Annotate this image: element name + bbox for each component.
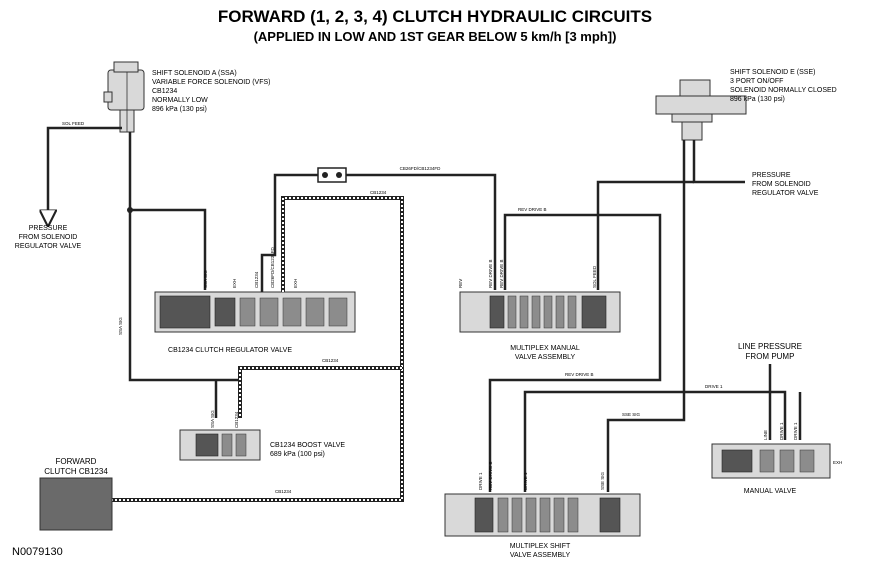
ssa-line-5: 896 kPa (130 psi)	[152, 106, 207, 113]
multiplex-manual-label-2: VALVE ASSEMBLY	[515, 354, 576, 361]
manual-port-3: REV DRIVE B	[499, 259, 504, 288]
pressure-left-2: FROM SOLENOID	[19, 234, 78, 241]
reg-port-1: SSA SIG	[203, 270, 208, 288]
ssa-line-4: NORMALLY LOW	[152, 97, 208, 104]
manual-port-4: SOL FEED	[592, 265, 597, 288]
regulator-valve-label: CB1234 CLUTCH REGULATOR VALVE	[168, 347, 292, 354]
shift-solenoid-a	[103, 61, 145, 133]
ssa-line-2: VARIABLE FORCE SOLENOID (VFS)	[152, 79, 271, 86]
shift-solenoid-e	[655, 79, 747, 141]
rev-drive-b-top-label: REV DRIVE B	[518, 207, 547, 212]
mvalve-port-2: DRIVE 1	[779, 422, 784, 440]
manual-valve-label: MANUAL VALVE	[744, 488, 797, 495]
multiplex-shift-label-2: VALVE ASSEMBLY	[510, 552, 571, 559]
multiplex-shift-label-1: MULTIPLEX SHIFT	[510, 543, 571, 550]
mvalve-port-4: EXH	[833, 460, 842, 465]
sse-line-4: 896 kPa (130 psi)	[730, 96, 785, 103]
manual-port-2: REV DRIVE B	[488, 259, 493, 288]
pressure-right-3: REGULATOR VALVE	[752, 190, 819, 197]
sse-line-2: 3 PORT ON/OFF	[730, 78, 783, 85]
reg-port-2: EXH	[232, 279, 237, 288]
reg-port-3: CB1234	[254, 271, 259, 288]
cb1234-bottom-label: CB1234	[275, 489, 292, 494]
forward-clutch-label-1: FORWARD	[56, 457, 97, 466]
mvalve-port-3: DRIVE 1	[793, 422, 798, 440]
drive-1-label: DRIVE 1	[705, 384, 723, 389]
shift-port-4: SSE SIG	[600, 471, 605, 490]
manual-valve	[711, 443, 831, 479]
line-pressure-label-2: FROM PUMP	[746, 352, 795, 361]
reg-port-5: EXH	[293, 279, 298, 288]
rev-drive-b-mid-label: REV DRIVE B	[565, 372, 594, 377]
pressure-right-2: FROM SOLENOID	[752, 181, 811, 188]
cb26fd-label: CB26FD/CB1234FD	[400, 166, 442, 171]
cb1234-top-label: CB1234	[370, 190, 387, 195]
boost-port-1: SSA SIG	[210, 410, 215, 428]
reg-port-4: CB26FD/CB1234FD	[270, 246, 275, 288]
forward-clutch-block	[39, 477, 113, 531]
diagram-title: FORWARD (1, 2, 3, 4) CLUTCH HYDRAULIC CI…	[218, 7, 652, 26]
figure-code: N0079130	[12, 546, 63, 558]
pressure-left-3: REGULATOR VALVE	[15, 243, 82, 250]
shift-port-1: DRIVE 1	[478, 472, 483, 490]
pressure-left-1: PRESSURE	[29, 225, 68, 232]
multiplex-manual-label-1: MULTIPLEX MANUAL	[510, 345, 580, 352]
sse-sig-label: SSE SIG	[622, 412, 641, 417]
boost-valve-label-1: CB1234 BOOST VALVE	[270, 442, 345, 449]
manual-port-1: REV	[458, 279, 463, 288]
ssa-line-1: SHIFT SOLENOID A (SSA)	[152, 70, 237, 77]
boost-port-2: CB1234	[234, 411, 239, 428]
ssa-line-3: CB1234	[152, 88, 177, 95]
cb1234-regulator-valve	[154, 291, 356, 333]
line-pressure-label-1: LINE PRESSURE	[738, 342, 802, 351]
boost-valve-label-2: 689 kPa (100 psi)	[270, 451, 325, 458]
ssa-sig-label: SSA SIG	[118, 317, 123, 335]
pressure-right-1: PRESSURE	[752, 172, 791, 179]
sol-feed-label: SOL FEED	[62, 121, 85, 126]
mvalve-port-1: LINE	[763, 430, 768, 440]
check-ball-valve	[317, 167, 347, 183]
cb1234-mid-label: CB1234	[322, 358, 339, 363]
shift-port-2: REV DRIVE B	[488, 461, 493, 490]
sse-line-1: SHIFT SOLENOID E (SSE)	[730, 69, 815, 76]
forward-clutch-label-2: CLUTCH CB1234	[44, 467, 108, 476]
multiplex-shift-valve	[444, 493, 641, 537]
shift-port-3: DRIVE 1	[523, 472, 528, 490]
multiplex-manual-valve	[459, 291, 621, 333]
sse-line-3: SOLENOID NORMALLY CLOSED	[730, 87, 837, 94]
diagram-subtitle: (APPLIED IN LOW AND 1ST GEAR BELOW 5 km/…	[254, 29, 617, 44]
cb1234-boost-valve	[179, 429, 261, 461]
